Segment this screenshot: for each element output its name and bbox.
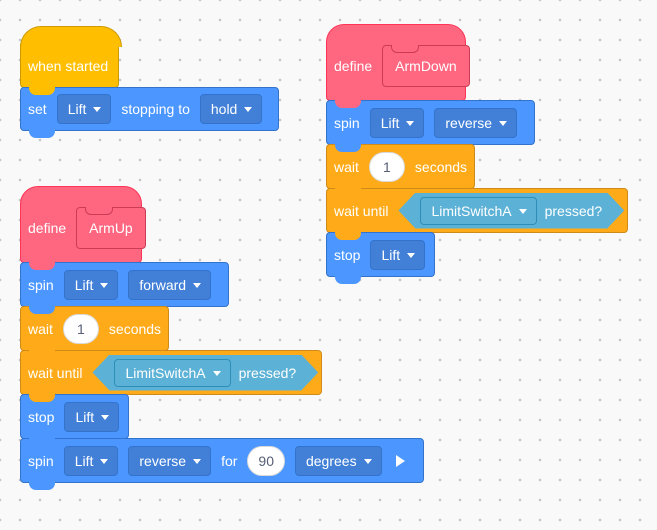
sensor-dropdown[interactable]: LimitSwitchA bbox=[420, 197, 536, 225]
pressed-label: pressed? bbox=[544, 202, 603, 219]
spin-for-block[interactable]: spin Lift reverse for 90 degrees bbox=[20, 438, 424, 490]
sensor-dropdown[interactable]: LimitSwitchA bbox=[114, 359, 230, 387]
direction-dropdown-value: forward bbox=[139, 276, 187, 293]
when-started-label: when started bbox=[28, 58, 109, 74]
define-label: define bbox=[334, 57, 373, 74]
proc-name: ArmUp bbox=[89, 219, 133, 236]
motor-dropdown-value: Lift bbox=[67, 101, 87, 117]
limit-switch-pressed-block[interactable]: LimitSwitchA pressed? bbox=[92, 355, 318, 391]
seconds-label: seconds bbox=[414, 158, 468, 175]
pressed-label: pressed? bbox=[238, 364, 297, 381]
motor-dropdown-value: Lift bbox=[74, 452, 94, 469]
caret-down-icon bbox=[100, 282, 109, 288]
motor-dropdown-value: Lift bbox=[380, 114, 400, 131]
caret-down-icon bbox=[193, 458, 202, 464]
direction-dropdown-value: reverse bbox=[445, 114, 493, 131]
caret-down-icon bbox=[101, 414, 110, 420]
motor-dropdown-value: Lift bbox=[381, 246, 401, 263]
motor-dropdown[interactable]: Lift bbox=[56, 94, 112, 124]
armdown-prototype[interactable]: ArmDown bbox=[382, 44, 470, 87]
stop-label: stop bbox=[334, 246, 361, 263]
motor-dropdown[interactable]: Lift bbox=[63, 445, 119, 476]
limit-switch-pressed-block[interactable]: LimitSwitchA pressed? bbox=[398, 193, 624, 229]
define-armup-block[interactable]: define ArmUp bbox=[20, 186, 146, 270]
motor-dropdown-value: Lift bbox=[74, 276, 94, 293]
stop-label: stop bbox=[28, 408, 55, 425]
set-label: set bbox=[28, 101, 47, 117]
wait-until-label: wait until bbox=[28, 364, 83, 381]
caret-down-icon bbox=[244, 107, 253, 112]
sensor-dropdown-value: LimitSwitchA bbox=[431, 202, 512, 219]
motor-dropdown-value: Lift bbox=[75, 408, 95, 425]
caret-down-icon bbox=[363, 458, 372, 464]
stopping-to-label: stopping to bbox=[121, 101, 190, 117]
caret-down-icon bbox=[407, 252, 416, 258]
wait-until-block[interactable]: wait until LimitSwitchA pressed? bbox=[20, 350, 322, 402]
stop-block[interactable]: stop Lift bbox=[20, 394, 129, 446]
direction-dropdown[interactable]: reverse bbox=[128, 445, 212, 476]
prototype-notch bbox=[391, 44, 420, 53]
for-label: for bbox=[221, 452, 238, 469]
unit-dropdown[interactable]: degrees bbox=[294, 445, 382, 476]
motor-dropdown[interactable]: Lift bbox=[370, 239, 426, 270]
script-when-started: when started set Lift stopping to hold bbox=[20, 26, 279, 138]
spin-label: spin bbox=[28, 452, 54, 469]
play-icon[interactable] bbox=[395, 454, 405, 467]
spin-label: spin bbox=[28, 276, 54, 293]
stopping-mode-dropdown[interactable]: hold bbox=[199, 94, 263, 124]
unit-dropdown-value: degrees bbox=[305, 452, 357, 469]
caret-down-icon bbox=[93, 107, 102, 112]
define-armdown-block[interactable]: define ArmDown bbox=[326, 24, 470, 108]
stopping-mode-value: hold bbox=[210, 101, 238, 117]
define-label: define bbox=[28, 219, 67, 236]
stop-block[interactable]: stop Lift bbox=[326, 232, 435, 284]
when-started-block[interactable]: when started bbox=[20, 44, 119, 95]
proc-name: ArmDown bbox=[395, 57, 457, 74]
caret-down-icon bbox=[406, 120, 415, 126]
motor-dropdown[interactable]: Lift bbox=[64, 401, 120, 432]
direction-dropdown[interactable]: forward bbox=[128, 269, 212, 300]
amount-input[interactable]: 90 bbox=[247, 445, 285, 476]
set-stopping-block[interactable]: set Lift stopping to hold bbox=[20, 87, 279, 138]
wait-until-block[interactable]: wait until LimitSwitchA pressed? bbox=[326, 188, 628, 240]
caret-down-icon bbox=[499, 120, 508, 126]
armup-prototype[interactable]: ArmUp bbox=[76, 206, 146, 249]
sensor-dropdown-value: LimitSwitchA bbox=[125, 364, 206, 381]
spin-label: spin bbox=[334, 114, 360, 131]
caret-down-icon bbox=[213, 371, 221, 376]
script-define-armdown: define ArmDown spin Lift reverse wait 1 … bbox=[326, 24, 628, 284]
direction-dropdown-value: reverse bbox=[139, 452, 187, 469]
caret-down-icon bbox=[100, 458, 109, 464]
wait-until-label: wait until bbox=[334, 202, 389, 219]
wait-value-input[interactable]: 1 bbox=[62, 313, 99, 344]
hat-cap bbox=[20, 26, 122, 47]
wait-label: wait bbox=[28, 320, 53, 337]
wait-label: wait bbox=[334, 158, 359, 175]
caret-down-icon bbox=[519, 209, 527, 214]
seconds-label: seconds bbox=[108, 320, 162, 337]
motor-dropdown[interactable]: Lift bbox=[63, 269, 119, 300]
wait-value-input[interactable]: 1 bbox=[368, 151, 405, 182]
prototype-notch bbox=[85, 206, 114, 215]
script-define-armup: define ArmUp spin Lift forward wait 1 se… bbox=[20, 186, 424, 490]
direction-dropdown[interactable]: reverse bbox=[434, 107, 518, 138]
spin-block[interactable]: spin Lift forward bbox=[20, 262, 229, 314]
caret-down-icon bbox=[193, 282, 202, 288]
motor-dropdown[interactable]: Lift bbox=[369, 107, 425, 138]
